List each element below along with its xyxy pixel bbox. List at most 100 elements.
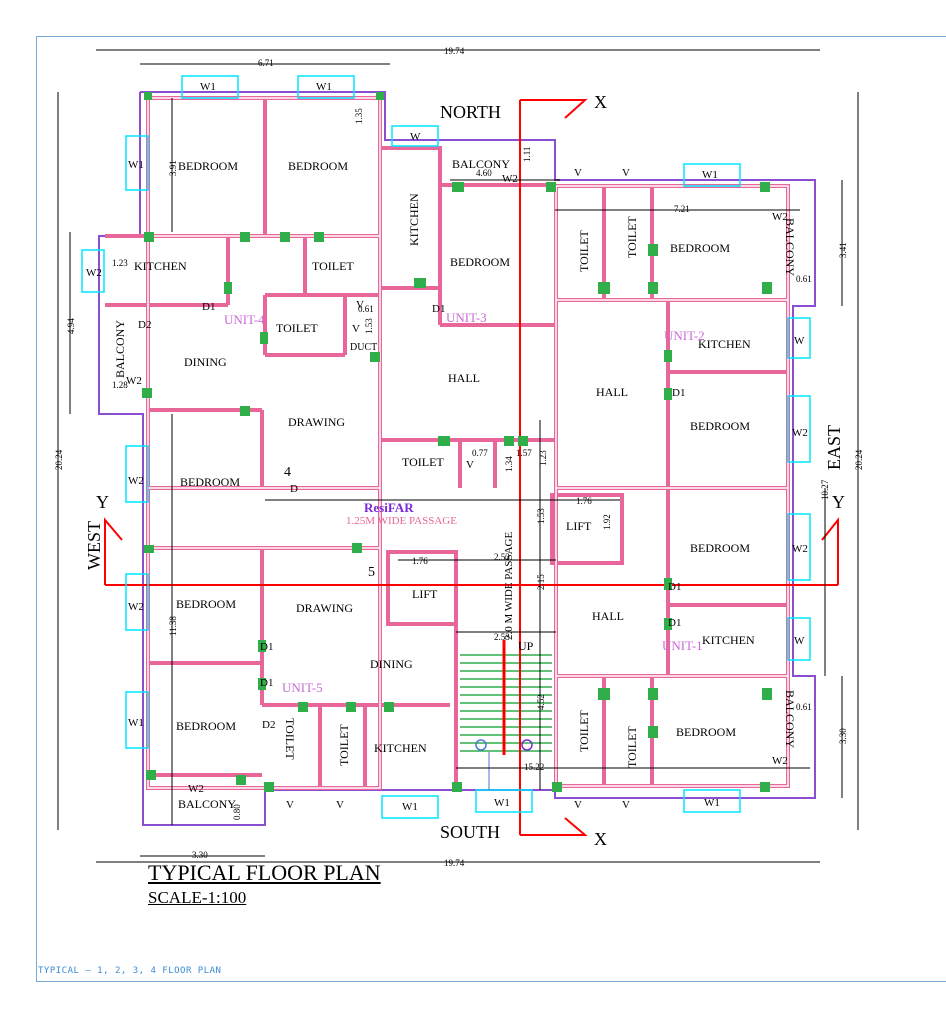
room-kitchen-core: KITCHEN (407, 193, 421, 246)
window-w2-core: W2 (502, 173, 518, 185)
window-w2-west-bal: W2 (126, 375, 142, 387)
dim-080: 0.80 (232, 804, 242, 820)
service-circle-2 (521, 739, 533, 751)
door-d2-1: D2 (138, 319, 151, 331)
dim-391: 3.91 (168, 160, 178, 176)
dim-bottom-left: 3.30 (192, 850, 208, 860)
dim-061c: 0.61 (358, 304, 374, 314)
dim-111: 1.11 (522, 147, 532, 162)
passage-vertical: 2.0 M WIDE PASSAGE (503, 532, 515, 640)
vent-v-5: V (574, 799, 582, 811)
windows (81, 75, 811, 819)
vent-v-7: V (352, 323, 360, 335)
door-d1-e2: D1 (668, 581, 681, 593)
room-bedroom-6: BEDROOM (450, 255, 510, 269)
window-w2-east-2: W2 (792, 543, 808, 555)
room-kitchen-3: KITCHEN (698, 337, 751, 351)
room-labels: BEDROOM BEDROOM KITCHEN TOILET TOILET DI… (134, 157, 755, 811)
room-lift-1: LIFT (412, 587, 438, 601)
unit-2-label: UNIT-2 (664, 328, 705, 343)
dim-135: 1.35 (354, 108, 364, 124)
vent-v-3: V (286, 799, 294, 811)
room-toilet-2: TOILET (276, 321, 318, 335)
dim-left-upper: 4.94 (66, 318, 76, 334)
vent-v-6: V (622, 799, 630, 811)
section-x-top: X (594, 92, 607, 112)
door-d1-3: D1 (260, 641, 273, 653)
room-drawing-2: DRAWING (296, 601, 353, 615)
vent-v-4: V (336, 799, 344, 811)
window-w1-2: W1 (316, 81, 332, 93)
dim-176a: 1.76 (576, 496, 592, 506)
dim-157: 1.57 (516, 448, 532, 458)
dim-left-top: 6.71 (258, 58, 274, 68)
room-duct: DUCT (350, 342, 377, 353)
vent-v-2: V (622, 167, 630, 179)
window-w2-bal: W2 (188, 783, 204, 795)
window-w1-s2: W1 (494, 797, 510, 809)
window-w1-west: W1 (128, 159, 144, 171)
vent-v-1: V (574, 167, 582, 179)
room-balcony-west: BALCONY (113, 320, 127, 378)
unit-5-label: UNIT-5 (282, 680, 323, 695)
dim-253a: 2.53 (494, 552, 510, 562)
room-toilet-east-3: TOILET (577, 710, 591, 752)
dim-overall-top: 19.74 (444, 46, 465, 56)
room-up: UP (518, 639, 534, 653)
dimension-lines (57, 49, 859, 863)
window-w-east-1: W (794, 335, 805, 347)
section-y-right: Y (832, 492, 845, 512)
door-markers (142, 92, 772, 792)
room-toilet-east-4: TOILET (625, 726, 639, 768)
room-balcony-top: BALCONY (452, 157, 510, 171)
dim-123b: 1.23 (538, 450, 548, 466)
room-bedroom-1: BEDROOM (178, 159, 238, 173)
dim-452: 4.52 (536, 694, 546, 710)
room-hall-1: HALL (448, 371, 480, 385)
room-toilet-south-1: TOILET (337, 724, 351, 766)
room-drawing-1: DRAWING (288, 415, 345, 429)
room-hall-3: HALL (592, 609, 624, 623)
dim-right-mid: 10.27 (820, 479, 830, 500)
south-label: SOUTH (440, 822, 500, 842)
door-d-1: D (290, 483, 298, 495)
vent-v-9: V (466, 459, 474, 471)
room-toilet-east-1: TOILET (577, 230, 591, 272)
opening-labels: W1 W1 W W1 W2 W2 W2 W1 W1 W W2 W2 W W1 W… (86, 81, 808, 813)
room-bedroom-5: BEDROOM (176, 719, 236, 733)
passage-top: 1.25M WIDE PASSAGE (346, 515, 457, 527)
room-toilet-3: TOILET (402, 455, 444, 469)
window-w2-ne: W2 (772, 211, 788, 223)
section-y-left: Y (96, 492, 109, 512)
window-w1-ne: W1 (702, 169, 718, 181)
dim-192: 1.92 (602, 514, 612, 530)
room-kitchen-4: KITCHEN (702, 633, 755, 647)
unit-number-5: 5 (368, 565, 375, 580)
sheet-border (36, 36, 946, 982)
room-bedroom-7: BEDROOM (670, 241, 730, 255)
room-toilet-east-2: TOILET (625, 216, 639, 258)
room-balcony-east-2: BALCONY (783, 690, 797, 748)
door-d2-2: D2 (262, 719, 275, 731)
drawing-title: TYPICAL FLOOR PLAN (148, 860, 381, 885)
room-bedroom-10: BEDROOM (676, 725, 736, 739)
drawing-scale: SCALE-1:100 (148, 888, 247, 907)
dim-right-lower: 3.30 (838, 728, 848, 744)
room-bedroom-9: BEDROOM (690, 541, 750, 555)
dim-176b: 1.76 (412, 556, 428, 566)
window-w2-west-3: W2 (128, 601, 144, 613)
window-w1-s3: W1 (704, 797, 720, 809)
room-toilet-1: TOILET (312, 259, 354, 273)
window-w2-west-1: W2 (86, 267, 102, 279)
sheet-label: TYPICAL – 1, 2, 3, 4 FLOOR PLAN (38, 966, 222, 976)
vent-v-8: V (356, 299, 364, 311)
north-label: NORTH (440, 102, 501, 122)
dim-overall-bottom: 19.74 (444, 858, 465, 868)
dimension-labels: 19.74 19.74 6.71 3.30 7.21 4.60 1.23 1.2… (112, 46, 812, 868)
staircase (460, 654, 552, 752)
section-lines (104, 99, 839, 836)
room-bedroom-8: BEDROOM (690, 419, 750, 433)
room-dining-2: DINING (370, 657, 413, 671)
